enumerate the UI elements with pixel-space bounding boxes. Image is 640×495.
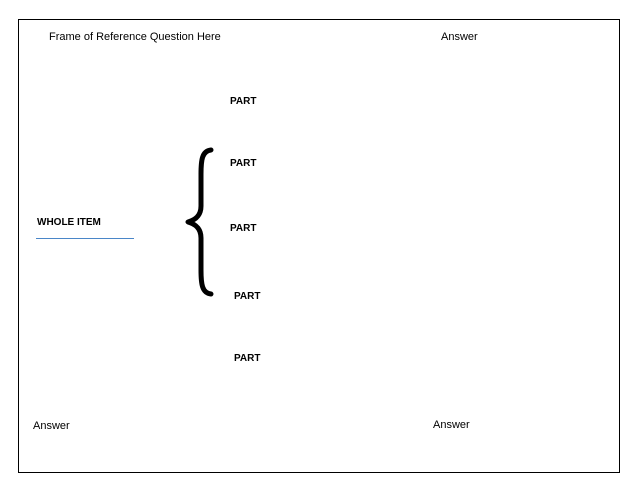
left-curly-brace-icon [185,147,214,297]
page-frame [18,19,620,473]
part-label-5: PART [234,353,261,364]
part-label-1: PART [230,96,257,107]
whole-item-underline [36,238,134,239]
answer-top-right: Answer [441,31,478,43]
answer-bottom-right: Answer [433,419,470,431]
whole-item-label: WHOLE ITEM [37,217,101,228]
part-label-3: PART [230,223,257,234]
answer-bottom-left: Answer [33,420,70,432]
part-label-2: PART [230,158,257,169]
part-label-4: PART [234,291,261,302]
frame-of-reference-question: Frame of Reference Question Here [49,31,221,43]
